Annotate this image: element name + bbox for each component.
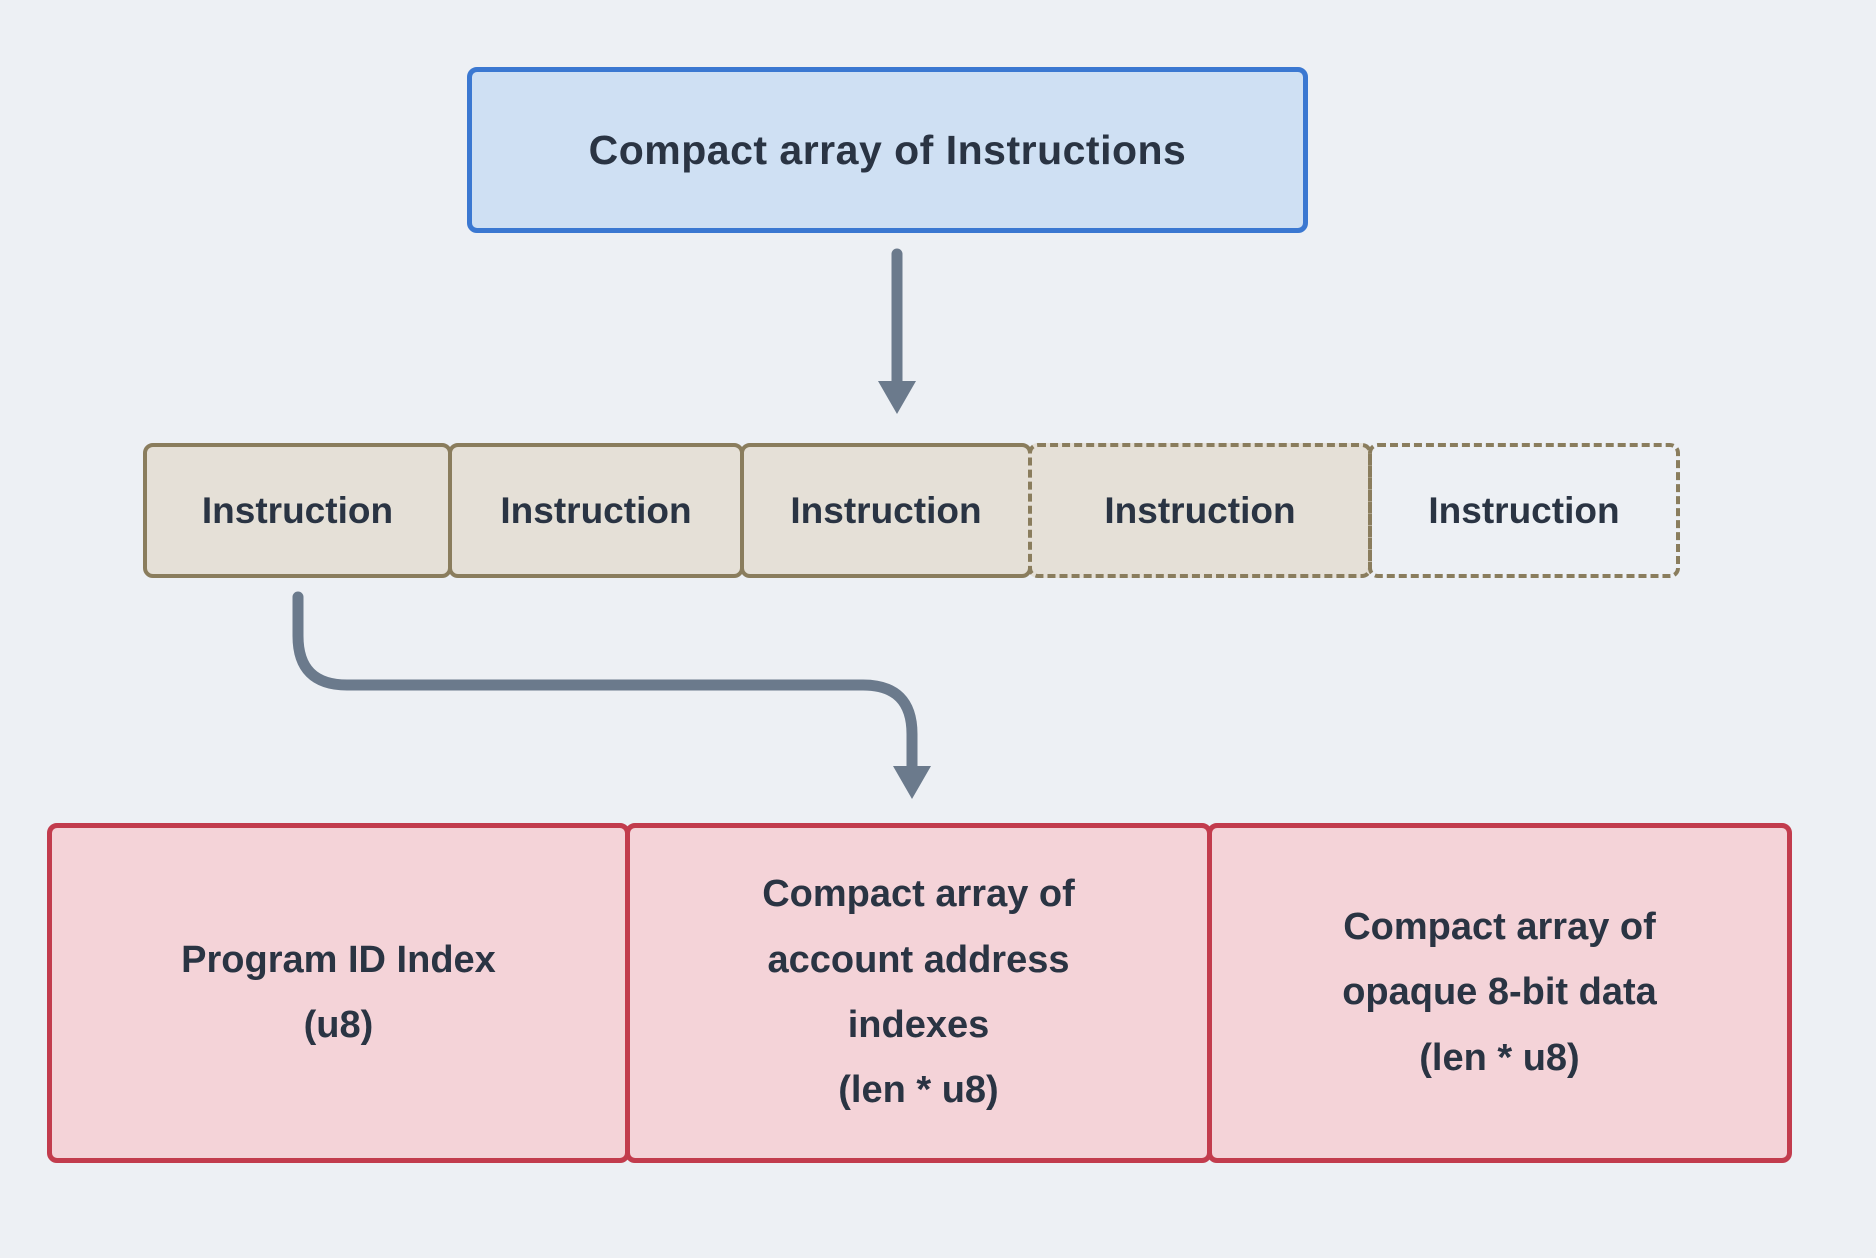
instruction-box-3-label: Instruction xyxy=(790,489,982,531)
elbow-arrow-shaft xyxy=(292,591,918,774)
compact-array-of-instructions-label: Compact array of Instructions xyxy=(588,126,1187,173)
opaque-data-box: Compact array of opaque 8-bit data (len … xyxy=(1207,823,1792,1163)
instruction-box-3: Instruction xyxy=(740,443,1032,578)
opaque-data-label: Compact array of opaque 8-bit data (len … xyxy=(1342,905,1657,1079)
down-arrow-icon xyxy=(878,248,916,414)
elbow-arrow-head xyxy=(893,766,931,799)
down-arrow-head xyxy=(878,381,916,414)
program-id-index-label: Program ID Index (u8) xyxy=(181,938,496,1046)
elbow-down-arrow-icon xyxy=(292,591,931,799)
account-address-indexes-box: Compact array of account address indexes… xyxy=(625,823,1212,1163)
instruction-box-2-label: Instruction xyxy=(500,489,692,531)
instruction-box-4-label: Instruction xyxy=(1104,489,1296,531)
instruction-box-1: Instruction xyxy=(143,443,452,578)
program-id-index-box: Program ID Index (u8) xyxy=(47,823,630,1163)
instruction-box-5-label: Instruction xyxy=(1428,489,1620,531)
instruction-box-1-label: Instruction xyxy=(201,489,394,531)
instruction-box-4: Instruction xyxy=(1028,443,1372,578)
instruction-box-2: Instruction xyxy=(448,443,744,578)
compact-array-of-instructions-box: Compact array of Instructions xyxy=(467,67,1308,233)
instruction-box-5: Instruction xyxy=(1368,443,1680,578)
account-address-indexes-label: Compact array of account address indexes… xyxy=(762,873,1075,1112)
